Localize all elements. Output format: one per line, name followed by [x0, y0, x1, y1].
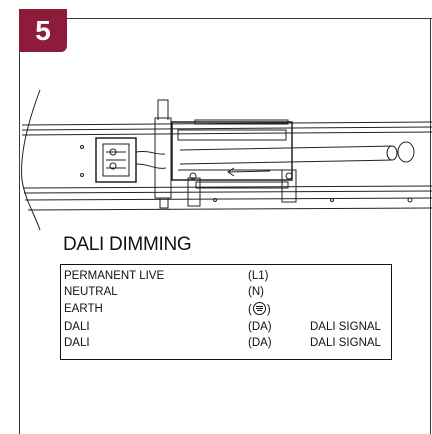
- wire-name: NEUTRAL: [64, 286, 118, 298]
- table-row: PERMANENT LIVE (L1): [64, 269, 390, 284]
- luminaire-installation-illustration: [21, 89, 432, 230]
- wire-code-earth: (): [248, 302, 271, 316]
- wire-name: EARTH: [64, 303, 103, 315]
- wire-code: (DA): [248, 337, 272, 349]
- wire-code: (N): [248, 286, 264, 298]
- wiring-table: PERMANENT LIVE (L1) NEUTRAL (N) EARTH ()…: [60, 264, 392, 360]
- wire-code: (L1): [248, 270, 269, 282]
- table-row: EARTH (): [64, 302, 390, 317]
- wire-name: PERMANENT LIVE: [64, 270, 165, 282]
- step-number-badge: 5: [19, 9, 67, 52]
- wire-signal: DALI SIGNAL: [310, 337, 381, 349]
- wire-name: DALI: [64, 337, 90, 349]
- wire-name: DALI: [64, 321, 90, 333]
- table-row: DALI (DA) DALI SIGNAL: [64, 320, 390, 335]
- step-number: 5: [35, 14, 51, 46]
- frame-top-border: [19, 18, 432, 19]
- frame-left-border: [19, 18, 20, 434]
- wire-code: (DA): [248, 321, 272, 333]
- table-row: DALI (DA) DALI SIGNAL: [64, 336, 390, 351]
- wire-signal: DALI SIGNAL: [310, 321, 381, 333]
- section-title: DALI DIMMING: [63, 234, 192, 255]
- earth-ground-icon: [252, 302, 266, 315]
- frame-right-border: [430, 18, 431, 434]
- table-row: NEUTRAL (N): [64, 285, 390, 300]
